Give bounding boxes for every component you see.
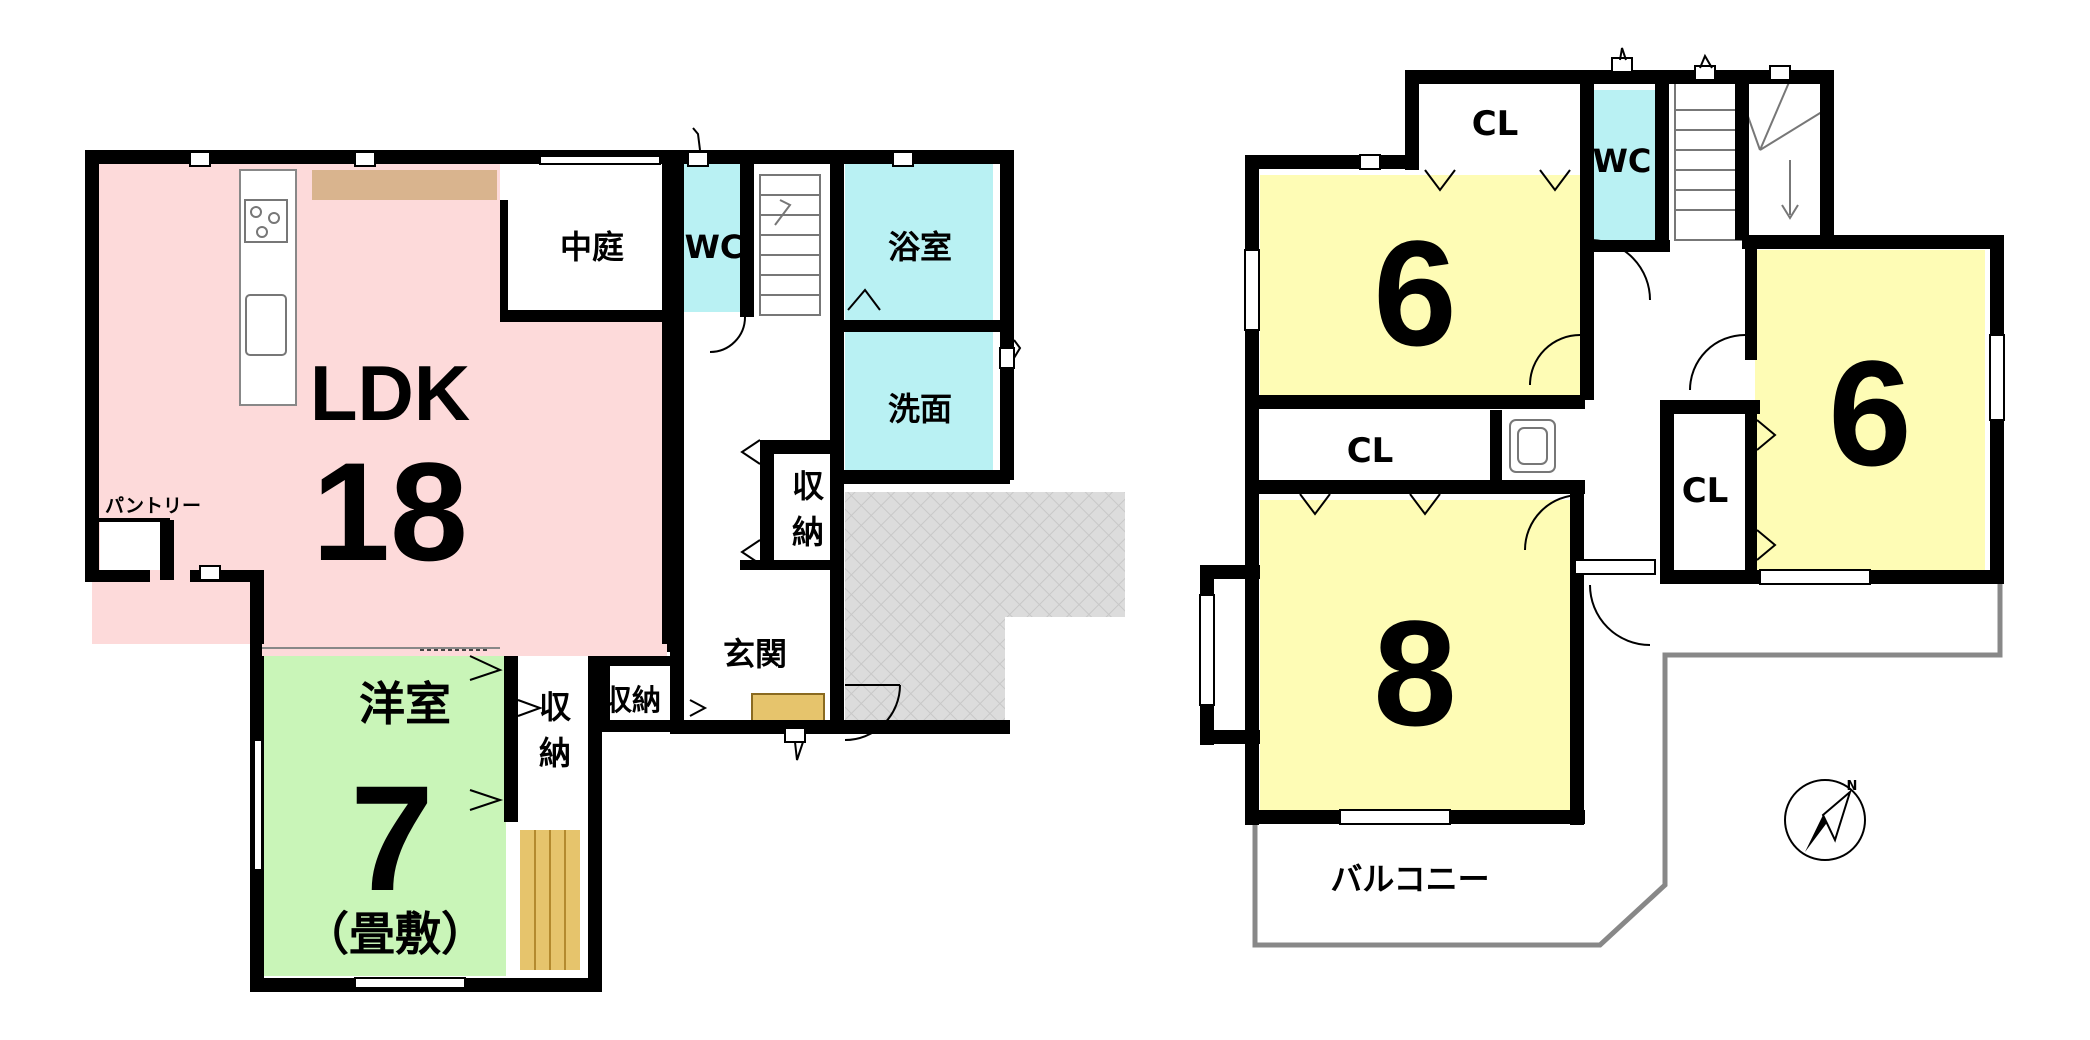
wc2-fill [1590, 90, 1655, 240]
room-east-fill [1755, 250, 1985, 570]
room-storage-label-2: 納 [539, 734, 571, 772]
cl-top-label: CL [1472, 104, 1519, 144]
door-swings-1f [469, 127, 1022, 811]
entrance-label: 玄関 [723, 635, 787, 673]
terrace-fill [845, 492, 1125, 617]
cl-middle-fill [1260, 420, 1490, 480]
room-storage-label-1: 収 [539, 688, 571, 726]
hall-sink [1509, 419, 1556, 473]
wc1-fill [682, 162, 747, 312]
pantry-label: パントリー [105, 495, 201, 517]
room-sw-size: 8 [1373, 589, 1456, 757]
cl-top-fill [1425, 85, 1580, 155]
washroom-label: 洗面 [888, 390, 952, 428]
western-room-fill [256, 656, 506, 976]
second-floor: CL WC 6 CL 8 CL 6 バルコニー [1199, 47, 2005, 948]
ldk-size: 18 [312, 433, 468, 590]
sink-icon [245, 294, 287, 356]
wc1-label: WC [685, 228, 744, 266]
balcony-label: バルコニー [1330, 860, 1489, 898]
ldk-lower-fill [262, 560, 667, 650]
bath-label: 浴室 [888, 228, 952, 266]
hall-storage-label-1: 収 [792, 467, 824, 505]
western-room-size: 7 [350, 754, 433, 922]
compass-icon: N [1784, 779, 1866, 861]
stair-storage-lines [534, 830, 566, 970]
kitchen-counter [312, 170, 497, 200]
hall-storage-label-2: 納 [792, 513, 824, 551]
room-sw-fill [1260, 500, 1580, 810]
exterior-markers-1f [189, 151, 1015, 989]
room-east-size: 6 [1828, 329, 1911, 497]
balcony-railing [1252, 580, 2003, 948]
washroom-fill [845, 332, 993, 477]
entrance-step [751, 693, 825, 725]
western-room-note: （畳敷） [303, 907, 487, 961]
wc2-label: WC [1593, 142, 1652, 180]
courtyard-fill [500, 162, 667, 322]
stairs-1f [759, 174, 821, 316]
door-swings-2f [1299, 47, 1777, 646]
room-nw-size: 6 [1373, 209, 1456, 377]
ldk-name: LDK [310, 349, 470, 437]
pantry-fill [100, 520, 170, 570]
terrace-fill-lower [845, 612, 1005, 730]
courtyard-label: 中庭 [560, 228, 624, 266]
cl-east-label: CL [1682, 471, 1729, 511]
cl-east-fill [1675, 412, 1755, 567]
cl-middle-label: CL [1347, 431, 1394, 471]
entrance-storage-label: 収納 [603, 683, 661, 717]
stairs-2f [1674, 79, 1826, 241]
compass-north-letter: N [1847, 779, 1858, 794]
room-nw-fill [1260, 175, 1580, 405]
first-floor: LDK 18 パントリー 中庭 WC 浴室 洗面 収 納 玄関 収納 洋室 7 … [85, 127, 1125, 992]
western-room-name: 洋室 [359, 677, 451, 731]
exterior-markers-2f [1199, 57, 2005, 825]
